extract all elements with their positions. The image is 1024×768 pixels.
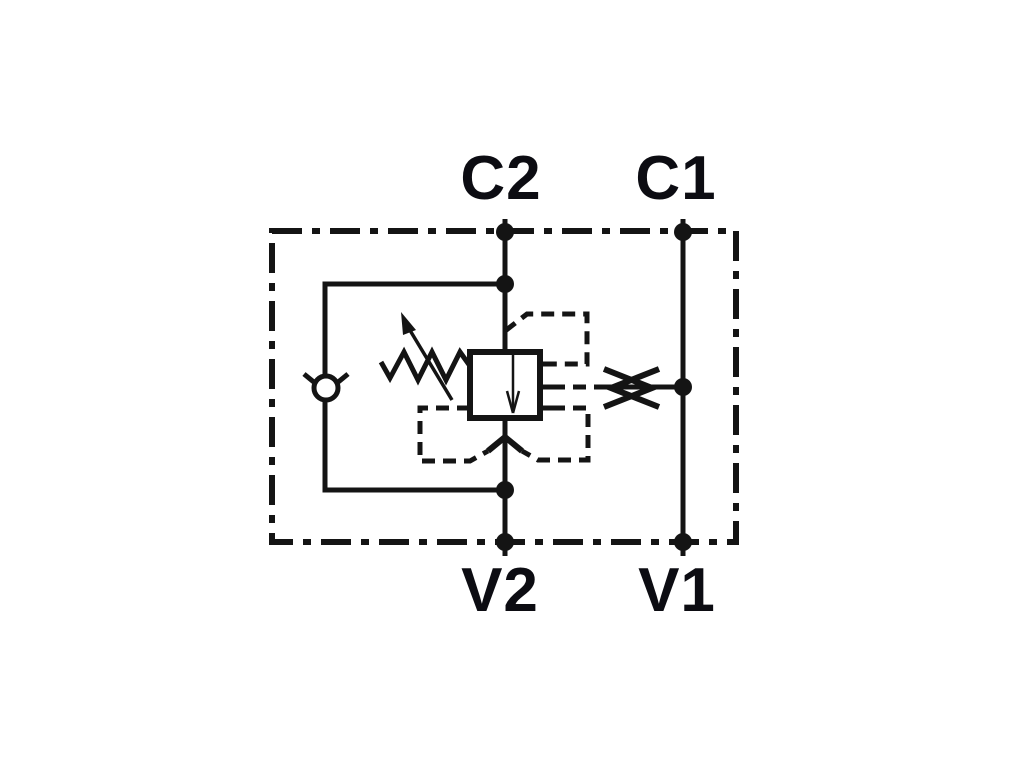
port-label-c2: C2	[460, 144, 542, 213]
pilot-junction-chevron	[486, 433, 524, 454]
junction-dot-orifice	[674, 378, 692, 396]
junction-dot-v2	[496, 533, 514, 551]
pilot-line-top-loop	[503, 311, 590, 367]
adjustable-spring-icon	[378, 312, 473, 401]
junction-dot-c2	[496, 223, 514, 241]
relief-valve-body	[467, 349, 554, 421]
pilot-line-bottom-right-loop	[520, 405, 591, 463]
port-label-v2: V2	[461, 556, 539, 625]
junction-dot-c1	[674, 223, 692, 241]
check-valve-icon	[302, 372, 350, 403]
junction-dot-v1	[674, 533, 692, 551]
spring-adjust-arrow	[406, 326, 454, 401]
port-label-c1: C1	[635, 144, 717, 213]
valve-flow-arrow	[505, 355, 521, 414]
junction-dot-check-bottom	[496, 481, 514, 499]
port-label-v1: V1	[638, 556, 716, 625]
junction-dot-check-top	[496, 275, 514, 293]
pilot-line-bottom-left-loop	[417, 405, 490, 464]
junction-dots	[496, 223, 692, 551]
orifice-restrictor-icon	[602, 366, 661, 410]
